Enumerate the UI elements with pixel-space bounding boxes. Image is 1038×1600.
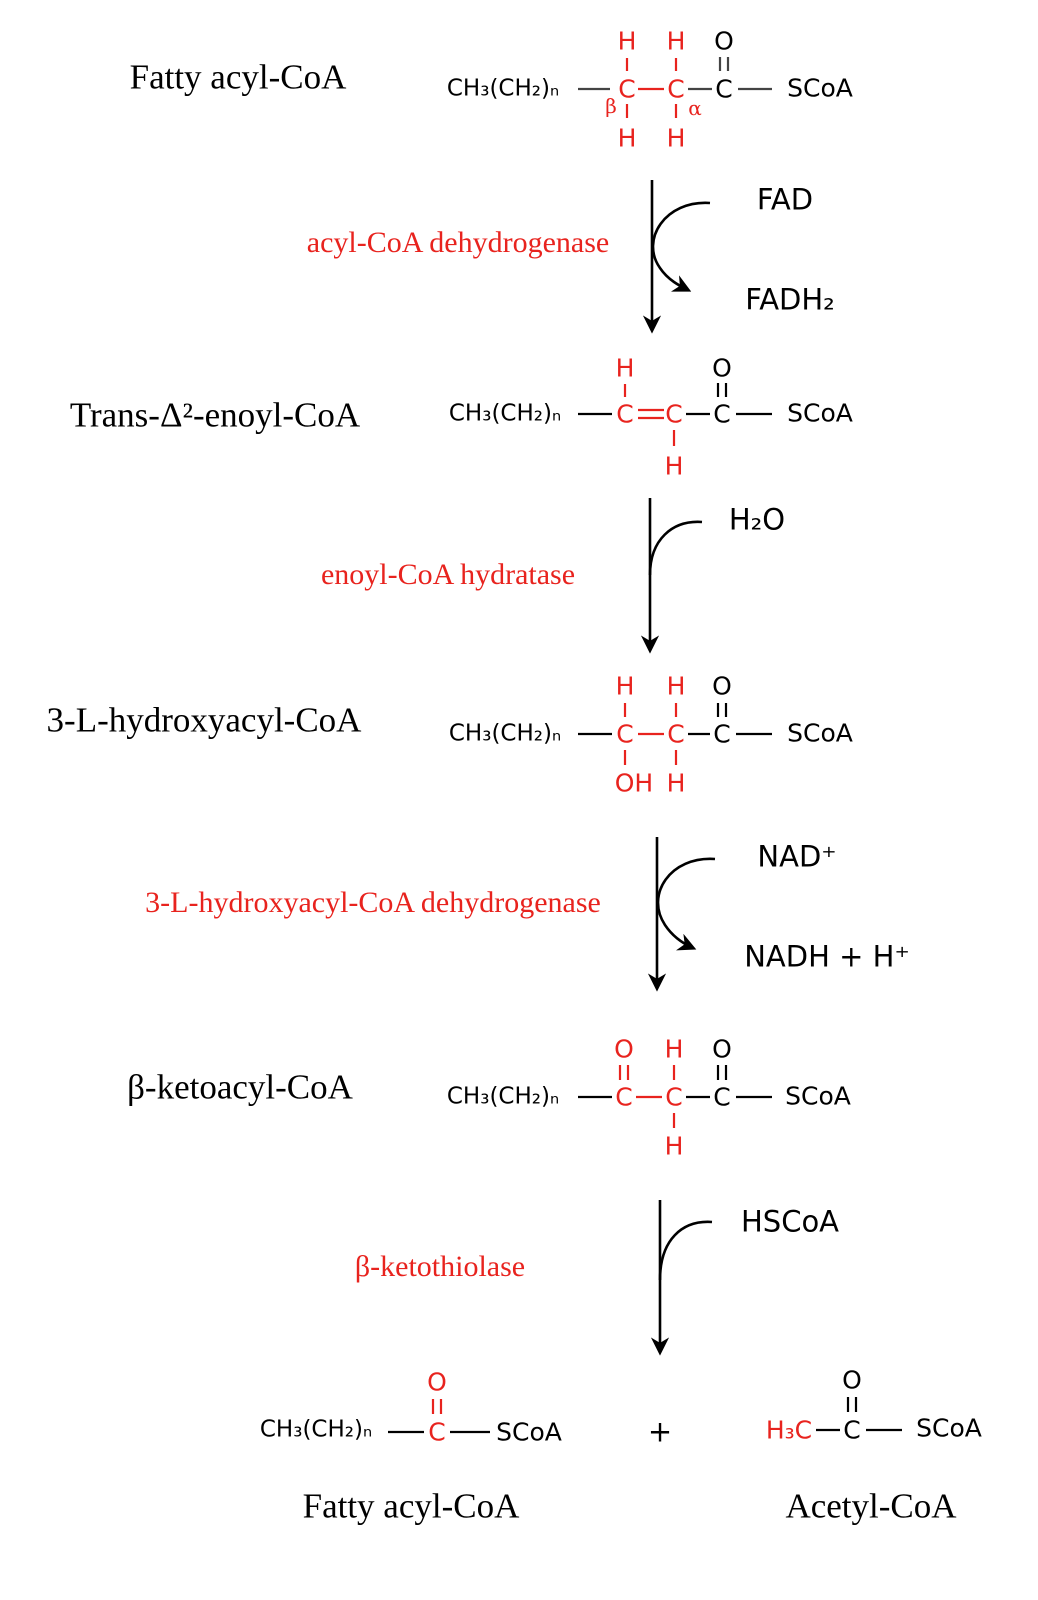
atom-c-keto: C (615, 1082, 633, 1112)
compound-name-product-fatty-acyl-coa: Fatty acyl-CoA (302, 1486, 520, 1526)
methyl-group: H₃C (765, 1415, 813, 1445)
atom-h: H (664, 451, 684, 481)
alkyl-chain: CH₃(CH₂)ₙ (448, 720, 562, 747)
plus-sign: + (647, 1414, 673, 1449)
atom-c-carbonyl: C (713, 399, 731, 429)
atom-h: H (664, 1131, 684, 1161)
atom-o: O (427, 1367, 447, 1397)
atom-c: C (616, 399, 634, 429)
scoa-group: SCoA (916, 1413, 982, 1443)
atom-h: H (666, 123, 686, 153)
cofactor-arrow-2 (648, 520, 703, 576)
enzyme-hydroxyacyl-coa-dehydrogenase: 3-L-hydroxyacyl-CoA dehydrogenase (145, 886, 601, 919)
atom-c: C (667, 719, 685, 749)
atom-c: C (616, 719, 634, 749)
compound-name-hydroxyacyl-coa: 3-L-hydroxyacyl-CoA (46, 700, 362, 740)
atom-o: O (712, 353, 732, 383)
scoa-group: SCoA (787, 73, 853, 103)
alpha-label: α (688, 96, 702, 120)
cofactor-arrow-1 (651, 201, 711, 292)
atom-c-carbonyl: C (713, 1082, 731, 1112)
atom-c-carbonyl: C (428, 1417, 446, 1447)
atom-h: H (615, 671, 635, 701)
atom-h: H (664, 1034, 684, 1064)
atom-h: H (666, 26, 686, 56)
compound-name-acetyl-coa: Acetyl-CoA (785, 1486, 957, 1526)
atom-c-alpha: C (667, 74, 685, 104)
beta-label: β (605, 94, 617, 118)
cofactor-fad: FAD (756, 182, 814, 217)
atom-c-carbonyl: C (843, 1415, 861, 1445)
atom-o-keto: O (614, 1034, 634, 1064)
alkyl-chain: CH₃(CH₂)ₙ (448, 400, 562, 427)
scoa-group: SCoA (785, 1081, 851, 1111)
enzyme-enoyl-coa-hydratase: enoyl-CoA hydratase (320, 558, 576, 591)
atom-c-carbonyl: C (713, 719, 731, 749)
compound-name-trans-enoyl-coa: Trans-Δ²-enoyl-CoA (69, 395, 361, 435)
enzyme-acyl-coa-dehydrogenase: acyl-CoA dehydrogenase (306, 226, 610, 259)
cofactor-nadh: NADH + H⁺ (744, 939, 910, 974)
atom-c: C (665, 1082, 683, 1112)
compound-name-fatty-acyl-coa: Fatty acyl-CoA (129, 57, 347, 97)
alkyl-chain: CH₃(CH₂)ₙ (446, 75, 560, 102)
scoa-group: SCoA (787, 718, 853, 748)
atom-c-beta: C (618, 74, 636, 104)
atom-o: O (712, 671, 732, 701)
cofactor-h2o: H₂O (728, 502, 786, 537)
atom-h: H (666, 768, 686, 798)
scoa-group: SCoA (787, 398, 853, 428)
atom-c: C (665, 399, 683, 429)
atom-h: H (615, 353, 635, 383)
atom-c-carbonyl: C (715, 74, 733, 104)
cofactor-arrow-3 (656, 857, 716, 951)
cofactor-arrow-4 (658, 1220, 713, 1281)
atom-o: O (714, 26, 734, 56)
cofactor-nad: NAD⁺ (757, 839, 837, 874)
atom-oh: OH (614, 768, 654, 798)
atom-h: H (617, 123, 637, 153)
atom-o: O (712, 1034, 732, 1064)
atom-o: O (842, 1365, 862, 1395)
atom-h: H (617, 26, 637, 56)
alkyl-chain: CH₃(CH₂)ₙ (259, 1416, 373, 1443)
scoa-group: SCoA (496, 1417, 562, 1447)
cofactor-hscoa: HSCoA (740, 1204, 840, 1239)
alkyl-chain: CH₃(CH₂)ₙ (446, 1083, 560, 1110)
atom-h: H (666, 671, 686, 701)
cofactor-fadh2: FADH₂ (745, 282, 835, 317)
enzyme-ketothiolase: β-ketothiolase (354, 1250, 526, 1283)
compound-name-ketoacyl-coa: β-ketoacyl-CoA (127, 1067, 353, 1107)
